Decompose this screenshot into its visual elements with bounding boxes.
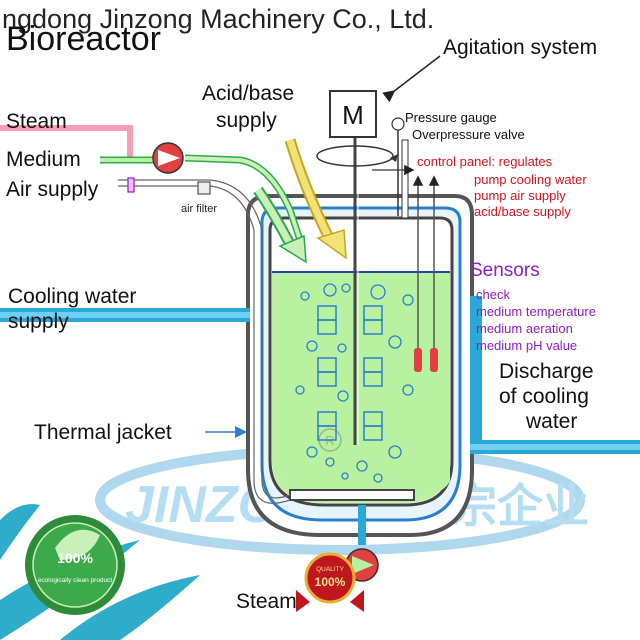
rotation-indicator	[316, 145, 394, 167]
label-cooling-in-1: Cooling water	[8, 285, 136, 308]
label-overpressure-valve: Overpressure valve	[412, 127, 525, 142]
cooling-water-in	[0, 308, 250, 322]
steam-line	[0, 125, 133, 160]
cooling-water-out	[470, 296, 640, 454]
eco-percent: 100%	[57, 550, 93, 566]
label-air-filter: air filter	[181, 203, 217, 215]
sensors-text: Sensors check medium temperature medium …	[470, 260, 596, 353]
control-panel-line-2: pump cooling water	[474, 172, 587, 187]
sensors-item-3: medium aeration	[476, 321, 573, 336]
label-steam-bottom: Steam	[236, 590, 297, 613]
control-panel-line-1: control panel: regulates	[417, 154, 553, 169]
sensors-item-4: medium pH value	[476, 338, 577, 353]
sparger	[289, 489, 415, 501]
control-arrows	[372, 164, 440, 200]
medium-line	[100, 142, 304, 242]
quality-seal: QUALITY 100%	[296, 552, 364, 612]
label-medium: Medium	[6, 148, 81, 171]
impellers	[317, 305, 383, 441]
label-discharge-3: water	[525, 410, 577, 433]
eco-badge: 100% ecologically clean product	[25, 515, 125, 615]
motor-box	[329, 90, 377, 138]
agitator: M	[316, 90, 398, 445]
label-cooling-in-2: supply	[8, 310, 69, 333]
control-panel-line-4: acid/base supply	[474, 204, 571, 219]
air-bubbles	[295, 283, 414, 483]
watermark-company: ngdong Jinzong Machinery Co., Ltd.	[2, 4, 434, 34]
inner-vessel	[268, 216, 454, 507]
control-panel-line-3: pump air supply	[474, 188, 566, 203]
sensors-item-2: medium temperature	[476, 304, 596, 319]
diagram-title: Bioreactor	[6, 20, 161, 58]
label-agitation: Agitation system	[443, 36, 597, 59]
control-panel-text: control panel: regulates pump cooling wa…	[417, 154, 587, 219]
label-discharge-1: Discharge	[499, 360, 594, 383]
eco-text: ecologically clean product	[38, 577, 113, 584]
label-pressure-gauge: Pressure gauge	[405, 110, 497, 125]
sensors-title: Sensors	[470, 260, 540, 281]
label-thermal-jacket: Thermal jacket	[34, 421, 172, 444]
label-air-supply: Air supply	[6, 178, 99, 201]
svg-text:R: R	[325, 433, 334, 448]
sensor-probes	[414, 200, 438, 372]
quality-top: QUALITY	[316, 566, 344, 573]
label-acid-base-2: supply	[216, 109, 277, 132]
acid-base-arrows	[253, 138, 347, 264]
motor-label: M	[342, 100, 364, 130]
sensors-item-1: check	[476, 287, 510, 302]
quality-percent: 100%	[315, 575, 346, 589]
label-discharge-2: of cooling	[499, 385, 589, 408]
air-line	[118, 177, 291, 504]
pressure-gauge	[391, 117, 409, 219]
label-steam: Steam	[6, 110, 67, 133]
label-acid-base-1: Acid/base	[202, 82, 294, 105]
registered-mark: R	[318, 428, 342, 452]
